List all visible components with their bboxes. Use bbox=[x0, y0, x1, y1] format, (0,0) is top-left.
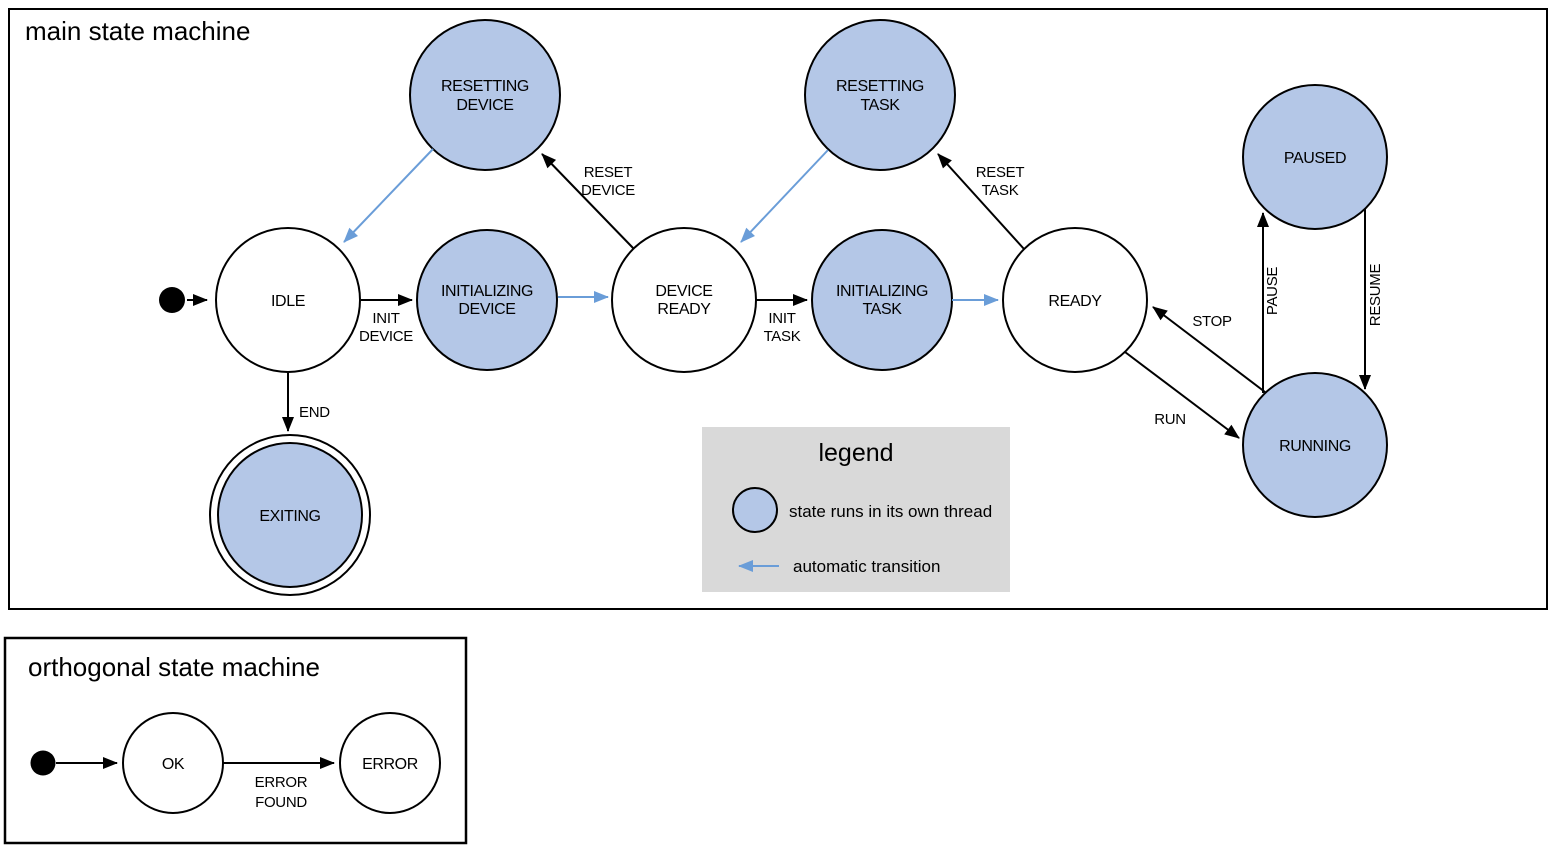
transition-run bbox=[1124, 351, 1240, 439]
state-device-ready-label-line2: READY bbox=[657, 301, 711, 318]
state-paused bbox=[1242, 84, 1388, 230]
state-initializing-device-label-line2: DEVICE bbox=[458, 301, 515, 318]
transition-reset-device bbox=[541, 153, 635, 250]
state-resetting-device bbox=[409, 19, 561, 171]
main-machine-frame bbox=[8, 8, 1548, 610]
transition-pause-label: PAUSE bbox=[1264, 267, 1281, 316]
state-initializing-task-label-line2: TASK bbox=[862, 301, 902, 318]
transition-end-label: END bbox=[299, 404, 330, 421]
state-resetting-device-label-line1: RESETTING bbox=[441, 78, 529, 95]
transition-error-found-label-line2: FOUND bbox=[255, 794, 307, 811]
legend-title: legend bbox=[818, 439, 893, 467]
state-initializing-task bbox=[811, 229, 953, 371]
state-ready-label: READY bbox=[1048, 293, 1102, 310]
state-running-label: RUNNING bbox=[1279, 438, 1351, 455]
state-ready bbox=[1002, 227, 1148, 373]
state-resetting-device-label-line2: DEVICE bbox=[456, 97, 513, 114]
main-state-machine: main state machine RESETTING DEVICE RESE bbox=[8, 8, 1548, 610]
orthogonal-state-machine: orthogonal state machine OK ERROR ERROR … bbox=[3, 636, 468, 845]
auto-transition-resetdevice-to-idle bbox=[343, 148, 434, 243]
transition-reset-task-label-line1: RESET bbox=[976, 164, 1025, 181]
transition-reset-device-label-line2: DEVICE bbox=[581, 182, 635, 199]
legend: legend state runs in its own thread auto… bbox=[702, 427, 1010, 592]
initial-state-dot bbox=[159, 287, 185, 313]
state-ok-label: OK bbox=[162, 756, 185, 773]
state-running bbox=[1242, 372, 1388, 518]
state-error-label: ERROR bbox=[362, 756, 418, 773]
transition-reset-task bbox=[937, 153, 1025, 250]
transition-stop-label: STOP bbox=[1192, 313, 1232, 330]
orthogonal-initial-state-dot bbox=[30, 750, 56, 776]
transition-init-task-label-line2: TASK bbox=[764, 328, 801, 345]
transition-run-label: RUN bbox=[1154, 411, 1186, 428]
orthogonal-machine-title: orthogonal state machine bbox=[28, 652, 320, 682]
transition-resume-label: RESUME bbox=[1367, 264, 1384, 327]
state-paused-label: PAUSED bbox=[1284, 150, 1346, 167]
transition-error-found-label-line1: ERROR bbox=[255, 774, 308, 791]
state-initializing-device-label-line1: INITIALIZING bbox=[441, 283, 533, 300]
auto-transition-resettask-to-deviceready bbox=[740, 149, 829, 243]
state-device-ready bbox=[611, 227, 757, 373]
state-device-ready-label-line1: DEVICE bbox=[655, 283, 712, 300]
state-resetting-task-label-line2: TASK bbox=[860, 97, 900, 114]
legend-thread-item-label: state runs in its own thread bbox=[789, 502, 992, 521]
state-resetting-task-label-line1: RESETTING bbox=[836, 78, 924, 95]
transition-init-task-label-line1: INIT bbox=[768, 310, 795, 327]
state-resetting-task bbox=[804, 19, 956, 171]
state-error bbox=[339, 712, 441, 814]
legend-thread-state-icon bbox=[732, 487, 778, 533]
state-initializing-task-label-line1: INITIALIZING bbox=[836, 283, 928, 300]
orthogonal-machine-frame bbox=[3, 636, 468, 845]
transition-reset-task-label-line2: TASK bbox=[982, 182, 1019, 199]
state-idle-label: IDLE bbox=[271, 293, 305, 310]
state-idle bbox=[215, 227, 361, 373]
transition-stop bbox=[1152, 306, 1266, 393]
transition-init-device-label-line1: INIT bbox=[372, 310, 399, 327]
transition-reset-device-label-line1: RESET bbox=[584, 164, 633, 181]
transition-init-device-label-line2: DEVICE bbox=[359, 328, 413, 345]
state-exiting-label: EXITING bbox=[259, 508, 320, 525]
main-machine-title: main state machine bbox=[25, 16, 250, 46]
state-initializing-device bbox=[416, 229, 558, 371]
legend-auto-item-label: automatic transition bbox=[793, 557, 940, 576]
state-exiting bbox=[217, 442, 363, 588]
